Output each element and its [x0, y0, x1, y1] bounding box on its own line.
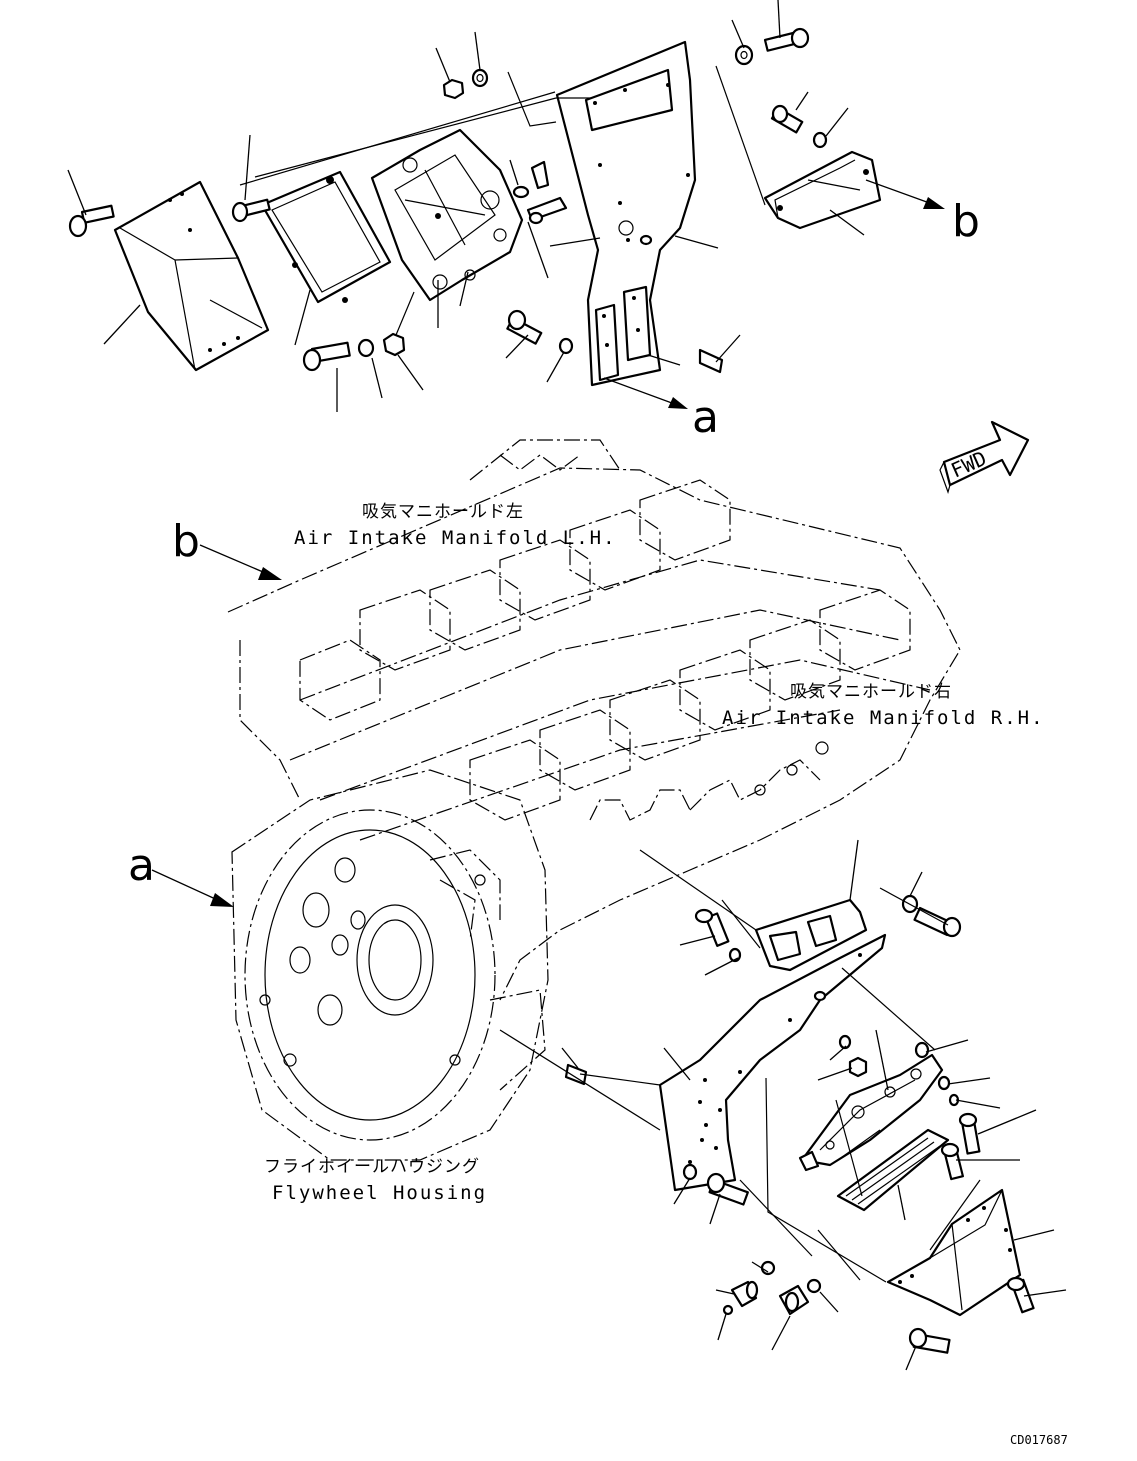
- washer-icon: [558, 337, 574, 355]
- bolt-icon: [302, 341, 351, 372]
- flywheel-jp-label: フライホイールハウジング: [264, 1157, 480, 1177]
- controller-unit-lower: [836, 1128, 950, 1212]
- washer-icon: [812, 131, 828, 149]
- reference-b-upper: b: [952, 196, 980, 247]
- drawing-code: CD017687: [1010, 1433, 1068, 1447]
- cover-plate-upper: [113, 180, 270, 372]
- angle-bracket-upper: [763, 150, 882, 230]
- bolt-icon: [231, 198, 271, 223]
- bolt-icon: [940, 1142, 965, 1181]
- flywheel-housing: [231, 769, 549, 1161]
- fwd-arrow-icon: FWD: [939, 420, 1030, 494]
- upper-assembly: [67, 0, 945, 412]
- o-ring-icon: [806, 1278, 822, 1294]
- washer-icon: [937, 1075, 951, 1091]
- bolt-icon: [908, 1327, 951, 1354]
- air-intake-lh-en-label: Air Intake Manifold L.H.: [294, 527, 617, 549]
- washer-icon: [914, 1041, 930, 1059]
- bracket-assembly-lower: [798, 1053, 944, 1172]
- washer-icon: [357, 338, 375, 358]
- plug-icon: [778, 1284, 810, 1316]
- cover-plate-lower: [886, 1188, 1022, 1317]
- o-ring-icon: [722, 1304, 734, 1316]
- air-intake-rh-jp-label: 吸気マニホールド右: [790, 682, 952, 702]
- bolt-icon: [958, 1112, 981, 1155]
- pin-icon: [698, 348, 724, 374]
- air-intake-rh-en-label: Air Intake Manifold R.H.: [722, 707, 1045, 729]
- bolt-icon: [1006, 1276, 1035, 1314]
- bolt-icon: [694, 908, 730, 947]
- washer-icon: [682, 1163, 698, 1181]
- air-intake-lh-jp-label: 吸気マニホールド左: [362, 502, 524, 522]
- nut-icon: [382, 332, 406, 357]
- plug-icon: [730, 1280, 759, 1308]
- washer-icon: [471, 68, 489, 88]
- reference-b-engine: b: [172, 516, 200, 567]
- o-ring-icon: [760, 1260, 776, 1276]
- washer-icon: [838, 1034, 852, 1050]
- bolt-icon: [763, 27, 810, 52]
- hose-fitting: [512, 160, 568, 225]
- washer-icon: [734, 44, 754, 66]
- mount-plate-upper: [555, 40, 697, 387]
- bracket-assembly-upper: [370, 128, 524, 302]
- engine-block: [227, 439, 961, 1001]
- reference-a-upper: a: [692, 392, 719, 443]
- bolt-icon: [706, 1172, 749, 1206]
- bolt-icon: [68, 204, 115, 238]
- nut-icon: [442, 78, 465, 100]
- reference-a-engine: a: [128, 840, 155, 891]
- nut-icon: [848, 1056, 868, 1078]
- pin-icon: [564, 1063, 588, 1086]
- flywheel-en-label: Flywheel Housing: [272, 1182, 487, 1204]
- controller-unit-upper: [260, 170, 392, 304]
- bolt-icon: [770, 104, 804, 134]
- lower-assembly: [151, 544, 1067, 1371]
- bolt-icon: [506, 309, 543, 345]
- mount-plate-lower: [658, 933, 887, 1192]
- bolt-icon: [913, 906, 962, 938]
